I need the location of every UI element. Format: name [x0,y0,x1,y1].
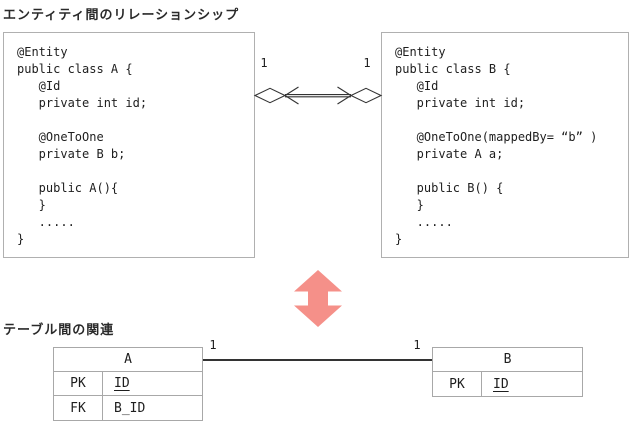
entity-class-a-box: @Entity public class A { @Id private int… [3,32,255,258]
table-a-fk-key: FK [54,396,103,420]
table-b-pk-column: ID [493,376,509,392]
table-row: PK ID [54,372,202,396]
arrowhead-right-icon [337,86,353,105]
aggregation-diamond-left-icon [253,87,287,104]
table-multiplicity-left: 1 [209,338,217,352]
updown-arrow-icon [294,270,342,327]
table-row: FK B_ID [54,396,202,420]
table-b-name: B [433,348,582,372]
aggregation-diamond-right-icon [349,87,383,104]
entity-multiplicity-left: 1 [260,56,268,70]
table-section-title: テーブル間の関連 [3,323,115,338]
entity-class-b-box: @Entity public class B { @Id private int… [381,32,629,258]
table-b: B PK ID [432,347,583,397]
arrowhead-left-icon [283,86,299,105]
table-multiplicity-right: 1 [413,338,421,352]
table-a-pk-key: PK [54,372,103,395]
table-a-name: A [54,348,202,372]
table-a: A PK ID FK B_ID [53,347,203,421]
entity-connector [253,86,383,105]
table-a-fk-column: B_ID [114,400,146,416]
table-row: PK ID [433,372,582,396]
entity-multiplicity-right: 1 [363,56,371,70]
entity-class-a-code: @Entity public class A { @Id private int… [17,45,148,246]
table-b-pk-key: PK [433,372,482,396]
entity-class-b-code: @Entity public class B { @Id private int… [395,45,598,246]
entity-section-title: エンティティ間のリレーションシップ [3,8,240,23]
table-a-pk-column: ID [114,376,130,391]
